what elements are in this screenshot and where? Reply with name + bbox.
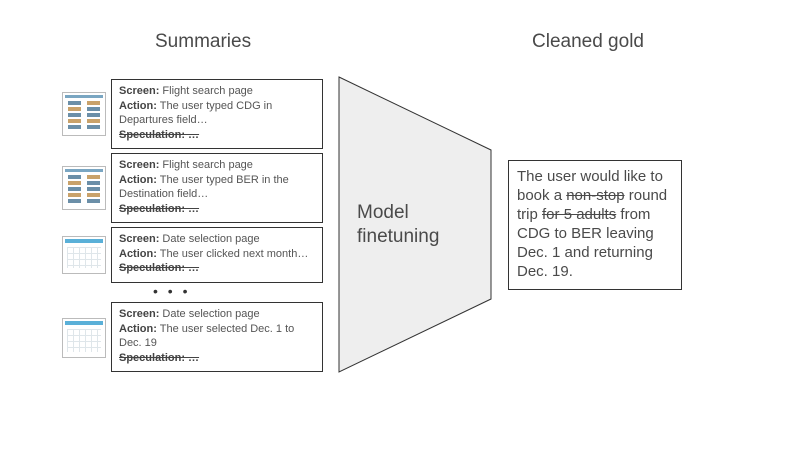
screen-text: Flight search page <box>162 85 253 97</box>
action-text: The user typed BER in the Destination fi… <box>119 173 289 201</box>
cleaned-gold-box: The user would like to book a non-stop r… <box>508 160 682 290</box>
date-selection-thumbnail <box>62 318 106 358</box>
speculation-text: Speculation: … <box>119 262 200 274</box>
action-text: The user selected Dec. 1 to Dec. 19 <box>119 322 295 350</box>
struck-text: for 5 adults <box>542 206 617 223</box>
action-text: The user typed CDG in Departures field… <box>119 99 273 127</box>
summary-card: Screen: Date selection page Action: The … <box>111 302 323 372</box>
date-selection-thumbnail <box>62 236 106 274</box>
ellipsis: • • • <box>153 283 191 299</box>
summary-card: Screen: Flight search page Action: The u… <box>111 79 323 149</box>
summaries-heading: Summaries <box>155 31 252 52</box>
screen-text: Date selection page <box>162 233 260 245</box>
struck-text: non-stop <box>566 187 625 204</box>
action-text: The user clicked next month… <box>159 247 309 260</box>
summary-card: Screen: Date selection page Action: The … <box>111 227 323 283</box>
flight-search-thumbnail <box>62 166 106 210</box>
screen-text: Flight search page <box>162 159 253 171</box>
flight-search-thumbnail <box>62 92 106 136</box>
speculation-text: Speculation: … <box>119 128 200 141</box>
summary-card: Screen: Flight search page Action: The u… <box>111 153 323 223</box>
cleaned-gold-heading: Cleaned gold <box>532 31 644 52</box>
speculation-text: Speculation: … <box>119 202 200 215</box>
model-finetuning-label: Model finetuning <box>357 202 440 247</box>
speculation-text: Speculation: … <box>119 351 200 364</box>
screen-text: Date selection page <box>162 308 260 320</box>
